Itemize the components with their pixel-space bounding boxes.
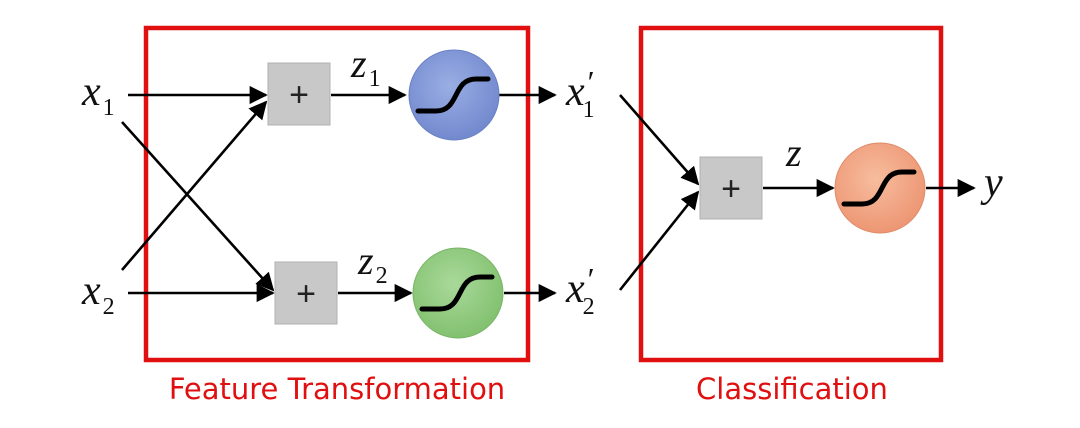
hidden-z1-sub: 1 [369, 66, 381, 92]
edge-x1-to-sum2 [121, 121, 275, 292]
sum-box-1: + [267, 62, 331, 126]
neuron-z1 [408, 49, 500, 141]
neuron-z2 [412, 247, 504, 339]
feature-transformation-frame [143, 25, 531, 363]
input-x2-base: x [81, 268, 101, 314]
sum-box-output: + [699, 156, 763, 220]
caption-classification: Classification [696, 372, 888, 406]
sigmoid-icon [415, 76, 491, 114]
transformed-x2p-prime: ′ [588, 261, 595, 297]
input-x1-base: x [81, 69, 101, 115]
transformed-x1p-base: x [565, 69, 585, 115]
hidden-z1-label: z1 [350, 41, 381, 92]
sum-box-2: + [274, 261, 338, 325]
sigmoid-icon [841, 169, 917, 207]
input-x1-label: x1 [81, 69, 115, 121]
neuron-output [834, 142, 926, 234]
output-z-label: z [785, 130, 802, 175]
edge-x1p-to-sum [619, 94, 700, 186]
caption-feature-transformation: Feature Transformation [169, 372, 505, 406]
sum-box-2-symbol: + [296, 275, 316, 313]
sigmoid-icon [419, 274, 495, 312]
transformed-x1p-label: x′1 [565, 64, 595, 123]
transformed-x1p-prime: ′ [588, 64, 595, 100]
transformed-x2p-sub: 2 [583, 294, 595, 320]
output-y-label: y [980, 160, 1003, 206]
sum-box-output-symbol: + [721, 170, 741, 208]
edge-x2-to-sum1 [121, 100, 268, 271]
hidden-z2-base: z [357, 238, 374, 283]
classification-frame [638, 25, 944, 363]
transformed-x2p-label: x′2 [565, 261, 595, 320]
hidden-z2-label: z2 [357, 238, 388, 289]
input-x1-sub: 1 [103, 95, 115, 121]
input-x2-label: x2 [81, 268, 115, 320]
input-x2-sub: 2 [103, 294, 115, 320]
hidden-z2-sub: 2 [376, 263, 388, 289]
transformed-x2p-base: x [565, 266, 585, 312]
hidden-z1-base: z [350, 41, 367, 86]
edge-x2p-to-sum [618, 190, 700, 291]
sum-box-1-symbol: + [289, 76, 309, 114]
transformed-x1p-sub: 1 [583, 97, 595, 123]
